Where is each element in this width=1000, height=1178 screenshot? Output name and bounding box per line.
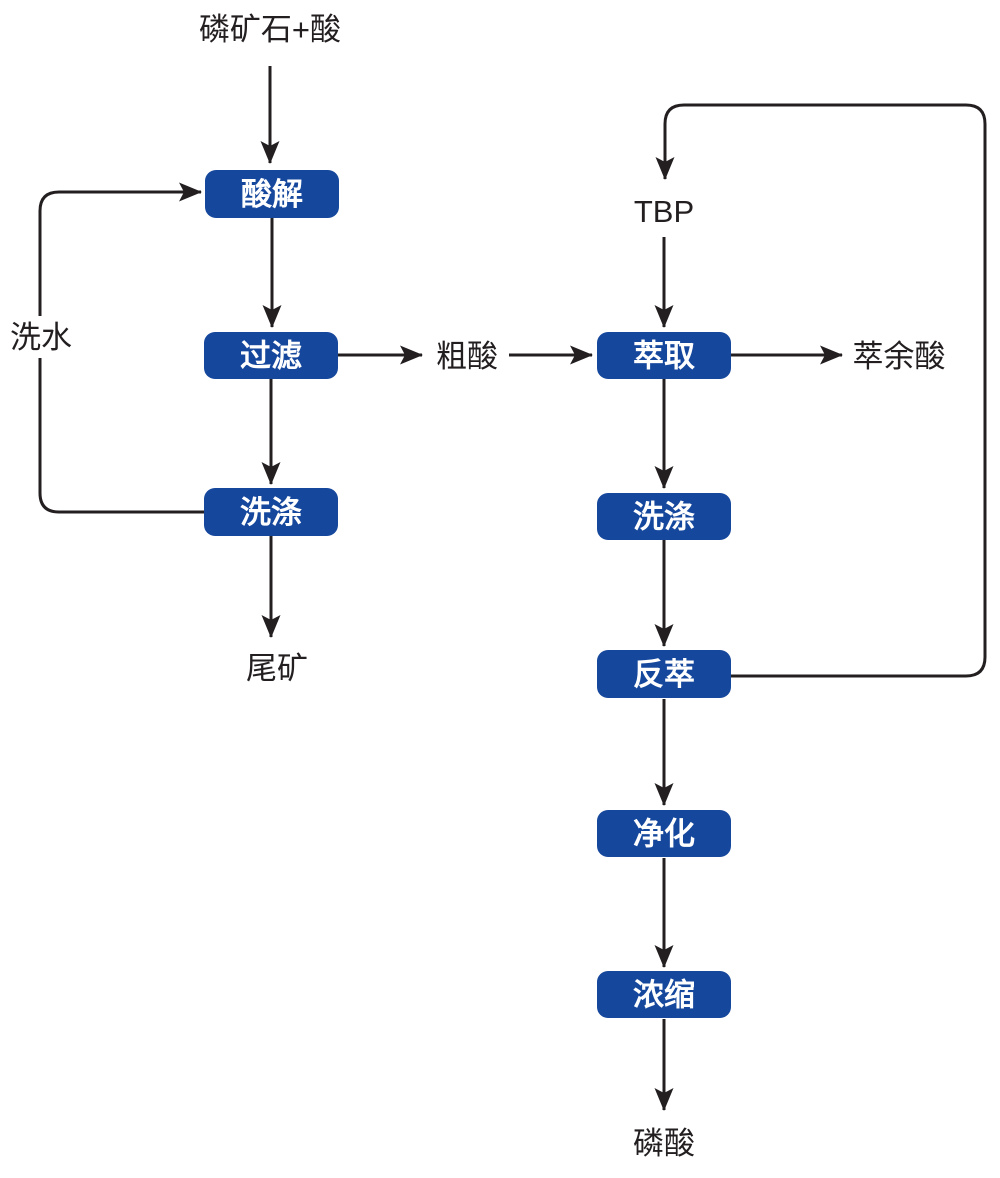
node-filtration: 过滤 (204, 332, 338, 379)
node-box-concentration (597, 971, 731, 1018)
node-stripping: 反萃 (597, 650, 731, 698)
node-concentration: 浓缩 (597, 971, 731, 1018)
node-label-stripping: 反萃 (633, 657, 695, 692)
node-label-concentration: 浓缩 (633, 977, 695, 1012)
node-box-washing-right (597, 493, 731, 540)
label-product: 磷酸 (633, 1126, 695, 1161)
label-wash-water: 洗水 (10, 320, 72, 355)
node-box-purification (597, 810, 731, 857)
node-box-washing-left (204, 488, 338, 536)
label-tailings: 尾矿 (246, 651, 308, 686)
node-label-washing-left: 洗涤 (240, 495, 302, 530)
node-label-washing-right: 洗涤 (633, 499, 695, 534)
node-box-stripping (597, 650, 731, 698)
node-label-extraction: 萃取 (633, 338, 695, 373)
node-box-acidolysis (205, 170, 339, 218)
node-washing-left: 洗涤 (204, 488, 338, 536)
node-acidolysis: 酸解 (205, 170, 339, 218)
node-extraction: 萃取 (597, 332, 731, 379)
label-crude-acid: 粗酸 (436, 339, 498, 374)
node-box-extraction (597, 332, 731, 379)
edges (38, 66, 987, 1111)
label-tbp: TBP (634, 194, 694, 229)
node-box-filtration (204, 332, 338, 379)
node-label-purification: 净化 (633, 816, 695, 851)
node-washing-right: 洗涤 (597, 493, 731, 540)
node-purification: 净化 (597, 810, 731, 857)
node-label-acidolysis: 酸解 (241, 177, 303, 212)
edge-stripping-to-tbp-loop (655, 103, 987, 678)
node-label-filtration: 过滤 (240, 338, 302, 373)
label-raffinate: 萃余酸 (853, 339, 946, 374)
label-wash-water-group: 洗水 (2, 316, 82, 358)
label-feed: 磷矿石+酸 (199, 12, 341, 47)
label-wash-water-mask (2, 316, 82, 358)
